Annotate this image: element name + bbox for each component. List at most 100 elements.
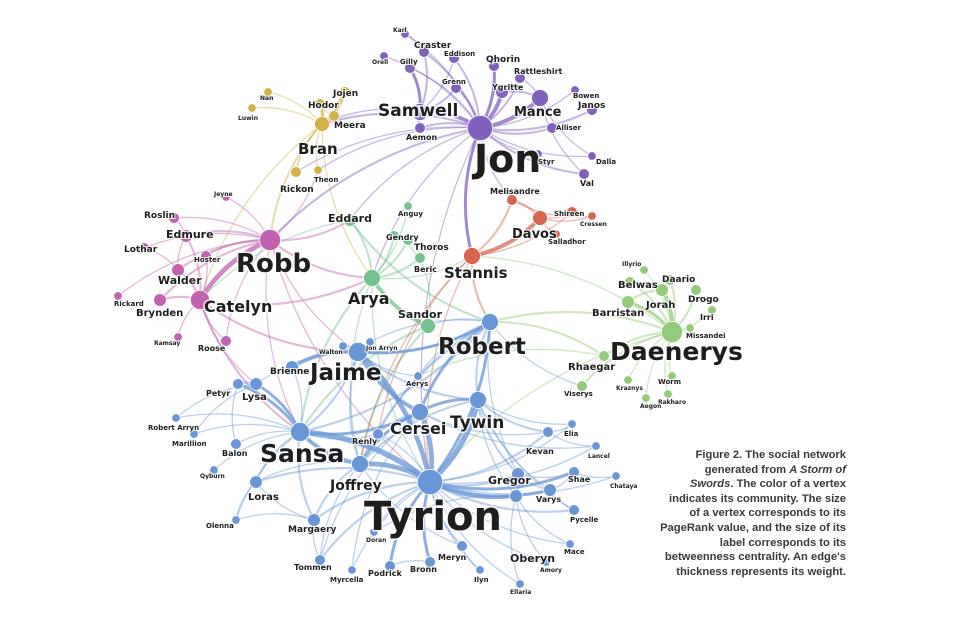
node-samwell bbox=[411, 103, 429, 121]
node-jorah bbox=[655, 283, 669, 297]
edge-robb-lothar bbox=[143, 232, 271, 249]
node-daenerys bbox=[661, 320, 684, 343]
edge-jon-karl bbox=[404, 33, 481, 129]
node-sandor bbox=[420, 318, 436, 334]
label-val: Val bbox=[580, 179, 594, 188]
label-karl: Karl bbox=[393, 27, 407, 34]
label-rickon: Rickon bbox=[280, 185, 314, 195]
label-pycelle: Pycelle bbox=[570, 516, 599, 524]
edge-jon-tyrion bbox=[420, 127, 481, 483]
node-melisandre bbox=[506, 194, 518, 206]
edge-sandor-sansa bbox=[298, 324, 430, 434]
node-eddard bbox=[343, 213, 357, 227]
node-rickard bbox=[113, 291, 123, 301]
label-elia: Elia bbox=[564, 430, 579, 438]
node-aegon bbox=[641, 393, 651, 403]
label-podrick: Podrick bbox=[368, 569, 403, 578]
label-brynden: Brynden bbox=[136, 308, 183, 319]
node-grenn bbox=[450, 82, 462, 94]
node-marillion bbox=[189, 429, 199, 439]
node-brynden bbox=[153, 293, 167, 307]
label-rakharo: Rakharo bbox=[658, 399, 686, 406]
edge-jaime-joffrey bbox=[348, 350, 362, 466]
edge-stannis-tyrion bbox=[426, 255, 473, 483]
node-gregor bbox=[511, 467, 525, 481]
node-pycelle bbox=[568, 504, 580, 516]
node-lancel bbox=[591, 441, 601, 451]
label-gilly: Gilly bbox=[400, 58, 418, 66]
edge-jaime-robert bbox=[357, 321, 491, 354]
label-grenn: Grenn bbox=[442, 78, 466, 86]
node-rakharo bbox=[663, 389, 673, 399]
label-kraznys: Kraznys bbox=[616, 385, 643, 392]
label-mace: Mace bbox=[564, 548, 585, 556]
edge-tyrion-elia bbox=[429, 423, 573, 483]
figure-caption: Figure 2. The social network generated f… bbox=[660, 448, 846, 579]
label-jeyne: Jeyne bbox=[213, 191, 233, 198]
node-luwin bbox=[247, 103, 257, 113]
edge-robb-arya bbox=[268, 238, 374, 280]
edge-tyrion-chataya bbox=[429, 475, 617, 495]
label-sandor: Sandor bbox=[398, 308, 443, 321]
edge-oberyn-amory bbox=[515, 495, 547, 563]
edge-catelyn-arya bbox=[198, 276, 374, 307]
node-mace bbox=[565, 539, 575, 549]
node-myrcella bbox=[347, 565, 357, 575]
node-chataya bbox=[611, 471, 621, 481]
edge-lysa-robertarryn bbox=[175, 383, 257, 419]
label-meryn: Meryn bbox=[438, 553, 467, 562]
node-eddison bbox=[448, 52, 460, 64]
node-jaime bbox=[347, 341, 368, 362]
node-orell bbox=[379, 51, 389, 61]
edge-catelyn-lysa bbox=[199, 299, 257, 385]
edge-arya-stannis bbox=[371, 255, 473, 280]
label-robert: Robert bbox=[438, 334, 526, 360]
node-barristan bbox=[621, 295, 635, 309]
edge-jon-stannis bbox=[463, 126, 482, 258]
edge-arya-sansa bbox=[298, 276, 374, 434]
edge-tyrion-kevan bbox=[428, 430, 550, 484]
edge-tyrion-shae bbox=[428, 470, 576, 491]
node-irri bbox=[707, 305, 717, 315]
node-meryn bbox=[456, 540, 468, 552]
edge-tyrion-ellaria bbox=[429, 481, 521, 585]
label-renly: Renly bbox=[352, 437, 378, 446]
edge-tywin-pycelle bbox=[477, 399, 575, 511]
edge-bran-arya bbox=[321, 123, 373, 279]
node-daario bbox=[664, 274, 676, 286]
edge-catelyn-sansa bbox=[198, 298, 302, 434]
edge-jon-theon bbox=[317, 126, 481, 171]
label-janos: Janos bbox=[577, 101, 605, 111]
label-gregor: Gregor bbox=[488, 474, 531, 487]
edge-tyrion-pycelle bbox=[428, 480, 576, 513]
node-bronn bbox=[424, 556, 436, 568]
node-roslin bbox=[168, 212, 180, 224]
node-belwas bbox=[624, 276, 636, 288]
edge-robert-viserys bbox=[489, 321, 583, 387]
node-robert bbox=[481, 313, 499, 331]
node-viserys bbox=[576, 380, 588, 392]
node-meera bbox=[328, 110, 340, 122]
node-roose bbox=[220, 335, 232, 347]
edge-melisandre-cressen bbox=[511, 199, 593, 218]
edge-tywin-elia bbox=[477, 399, 573, 425]
edge-sansa-olenna bbox=[235, 431, 301, 521]
node-lothar bbox=[138, 242, 150, 254]
label-margaery: Margaery bbox=[288, 525, 337, 535]
label-shae: Shae bbox=[568, 475, 591, 484]
node-craster bbox=[418, 46, 430, 58]
edge-daenerys-robert bbox=[488, 310, 674, 334]
label-shireen: Shireen bbox=[554, 210, 584, 218]
label-eddard: Eddard bbox=[328, 212, 372, 225]
edge-cersei-myrcella bbox=[351, 411, 421, 571]
label-mance: Mance bbox=[514, 105, 562, 120]
node-sansa bbox=[289, 421, 310, 442]
node-brienne bbox=[285, 360, 299, 374]
edge-bran-robb bbox=[268, 122, 324, 242]
edge-jon-robb bbox=[268, 126, 482, 242]
node-tyrion bbox=[416, 468, 444, 496]
edge-sansa-robert bbox=[298, 320, 492, 434]
node-olenna bbox=[231, 515, 241, 525]
label-barristan: Barristan bbox=[592, 308, 644, 319]
